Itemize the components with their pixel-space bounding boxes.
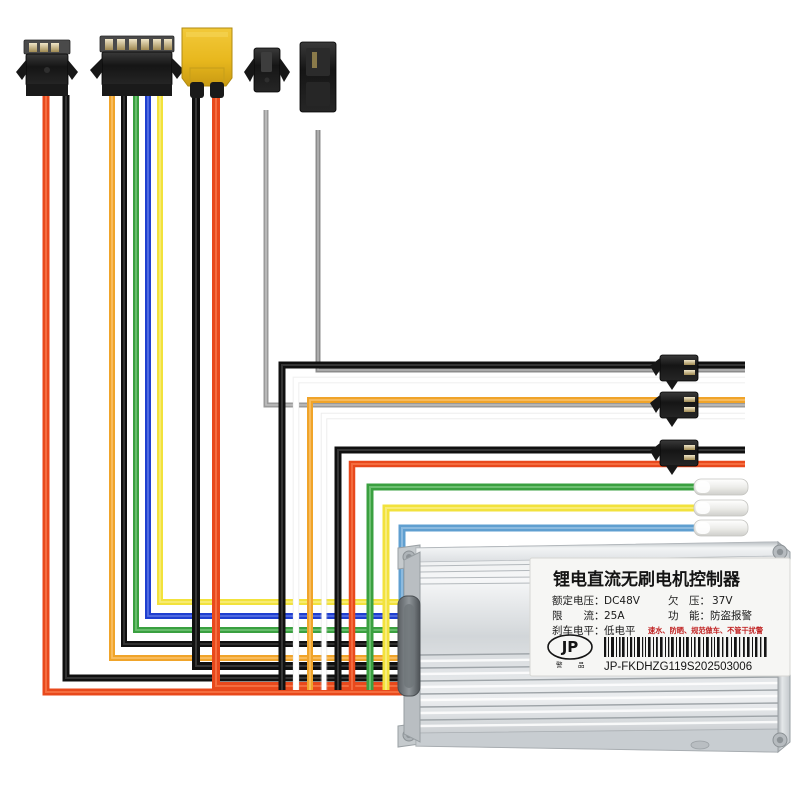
connector-out-white <box>650 354 699 390</box>
product-label: 锂电直流无刷电机控制器 额定电压： DC48V 欠 压： 37V 限 流： 25… <box>529 557 791 677</box>
brand-logo-sub-right: 品 <box>578 661 585 669</box>
mounting-tab-top-right <box>772 544 788 560</box>
label-warning-text: 速水、防晒、规范做车、不管干扰警 <box>648 626 764 635</box>
connector-out-yellow <box>650 391 699 427</box>
brand-logo-sub-left: 警 <box>556 660 563 669</box>
label-spec-1-value: DC48V <box>604 595 641 607</box>
connector-xt60-power <box>181 27 233 98</box>
label-spec-3-value: 25A <box>604 610 625 622</box>
brand-logo: JP 警 品 <box>547 634 593 669</box>
wire-white-out2 <box>321 413 745 690</box>
barcode-serial: JP-FKDHZG119S202503006 <box>604 661 752 673</box>
connector-out-red <box>650 439 699 475</box>
brand-logo-text: JP <box>561 638 579 656</box>
connector-6pin-hall <box>90 35 184 96</box>
label-spec-5-value: 低电平 <box>604 624 636 637</box>
mounting-tab-bottom-right <box>772 732 788 748</box>
bullet-green <box>693 478 749 496</box>
bullet-yellow <box>693 499 749 517</box>
barcode: JP-FKDHZG119S202503006 <box>604 637 767 673</box>
label-background <box>529 557 791 677</box>
label-spec-1-key: 额定电压： <box>552 594 605 607</box>
case-screw <box>690 740 710 750</box>
bullet-blue <box>693 519 749 537</box>
connector-3pin-throttle <box>16 39 78 96</box>
label-spec-5-key: 刹车电平： <box>552 624 605 637</box>
connector-gray-a <box>244 47 290 93</box>
label-spec-4-key: 功 能： <box>668 609 710 622</box>
label-spec-3-key: 限 流： <box>552 609 605 622</box>
label-spec-4-value: 防盗报警 <box>710 609 752 622</box>
label-spec-2-key: 欠 压： <box>668 594 710 607</box>
label-title: 锂电直流无刷电机控制器 <box>553 569 741 590</box>
label-spec-2-value: 37V <box>712 595 733 607</box>
connector-gray-b <box>299 41 337 113</box>
